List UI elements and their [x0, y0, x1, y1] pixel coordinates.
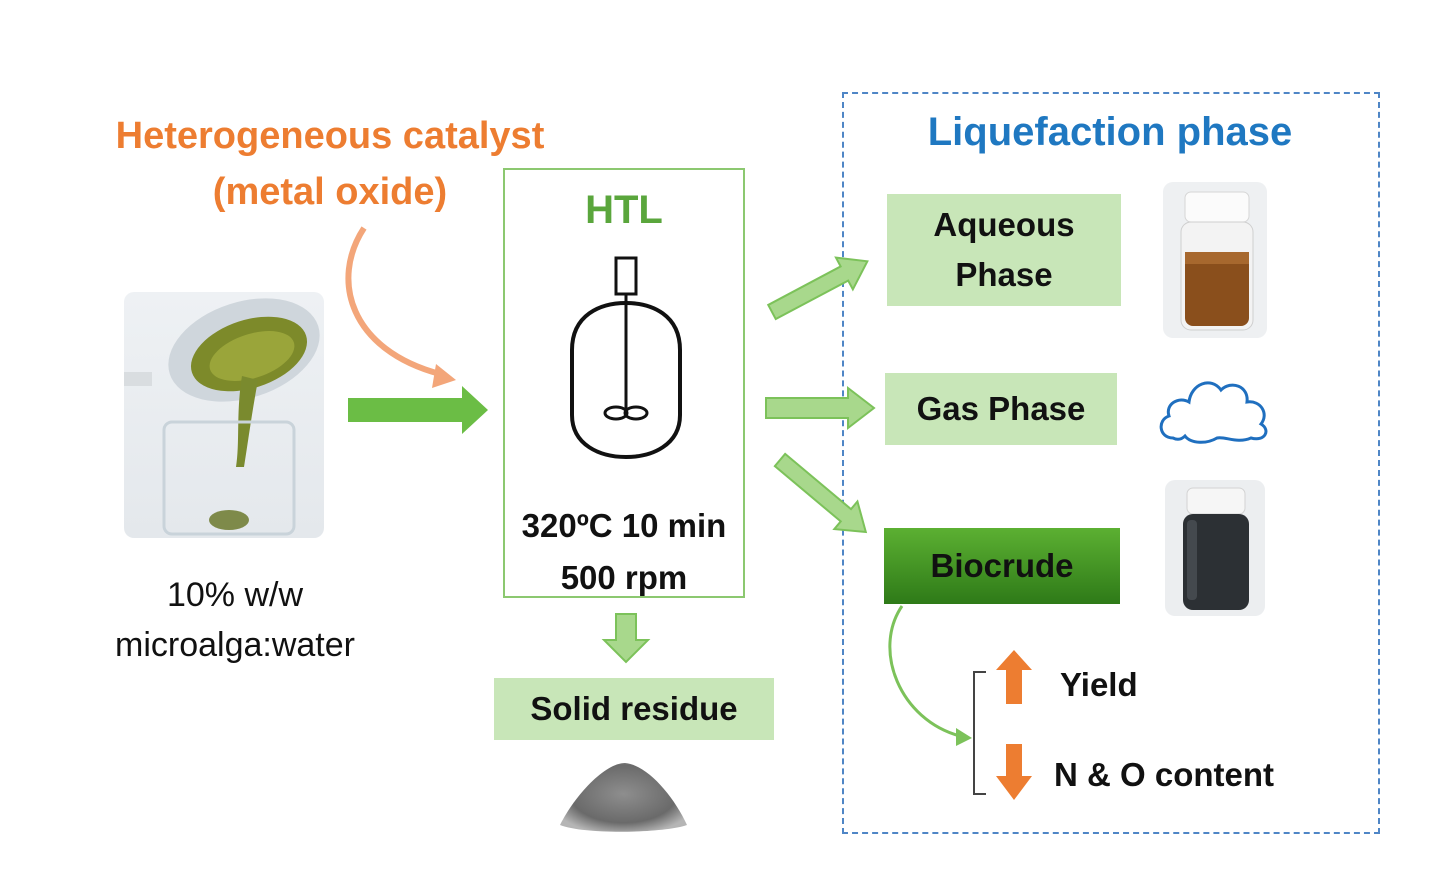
biocrude-curve-head — [956, 728, 972, 746]
reactor-to-solid-arrow — [601, 613, 651, 664]
biocrude-to-effects-curve — [888, 605, 961, 738]
condition-stirring: 500 rpm — [560, 559, 688, 596]
liquefaction-phase-title: Liquefaction phase — [927, 110, 1293, 154]
catalyst-curved-arrow — [345, 226, 441, 377]
increase-arrow-icon — [996, 650, 1032, 704]
biocrude-vial-photo — [1165, 480, 1265, 616]
microalgae-pouring-icon — [124, 292, 324, 538]
stirred-reactor-icon — [570, 256, 682, 460]
n-o-content-label: N & O content — [1054, 756, 1274, 793]
effects-bracket-arrows — [973, 650, 1032, 800]
aqueous-vial-icon — [1163, 182, 1267, 338]
aqueous-phase-line2: Phase — [955, 256, 1053, 293]
solid-residue-powder-icon — [560, 763, 687, 832]
feed-ratio-line2: microalga:water — [115, 626, 355, 664]
decrease-arrow-icon — [996, 744, 1032, 800]
gas-phase-label: Gas Phase — [916, 390, 1086, 427]
biocrude-vial-icon — [1165, 480, 1265, 616]
aqueous-phase-vial-photo — [1163, 182, 1267, 338]
reactor-to-gas-arrow — [765, 385, 876, 431]
htl-title: HTL — [585, 188, 663, 232]
reactor-to-biocrude-arrow — [773, 452, 868, 534]
catalyst-label-line1: Heterogeneous catalyst — [115, 115, 545, 157]
microalgae-pouring-photo — [124, 292, 324, 538]
catalyst-label-line2: (metal oxide) — [212, 171, 448, 213]
liquefaction-phase-box — [842, 92, 1380, 834]
biocrude-box: Biocrude — [884, 528, 1120, 604]
yield-label: Yield — [1060, 666, 1138, 703]
feed-ratio-line1: 10% w/w — [166, 576, 304, 614]
biocrude-label: Biocrude — [930, 547, 1074, 584]
aqueous-phase-line1: Aqueous — [933, 206, 1075, 243]
reactor-to-aqueous-arrow — [766, 256, 869, 321]
feed-ratio-label: 10% w/w microalga:water — [95, 570, 375, 670]
solid-residue-label: Solid residue — [530, 690, 738, 727]
reaction-conditions: 320ºC 10 min 500 rpm — [503, 500, 745, 604]
catalyst-arrow-head — [432, 364, 456, 388]
gas-phase-box: Gas Phase — [885, 373, 1117, 445]
solid-residue-box: Solid residue — [494, 678, 774, 740]
cloud-icon — [1159, 381, 1268, 444]
htl-reactor-box — [503, 168, 745, 598]
feed-to-reactor-arrow — [348, 386, 488, 434]
condition-temp-time: 320ºC 10 min — [521, 507, 727, 544]
aqueous-phase-box: Aqueous Phase — [887, 194, 1121, 306]
catalyst-label: Heterogeneous catalyst (metal oxide) — [100, 108, 560, 220]
